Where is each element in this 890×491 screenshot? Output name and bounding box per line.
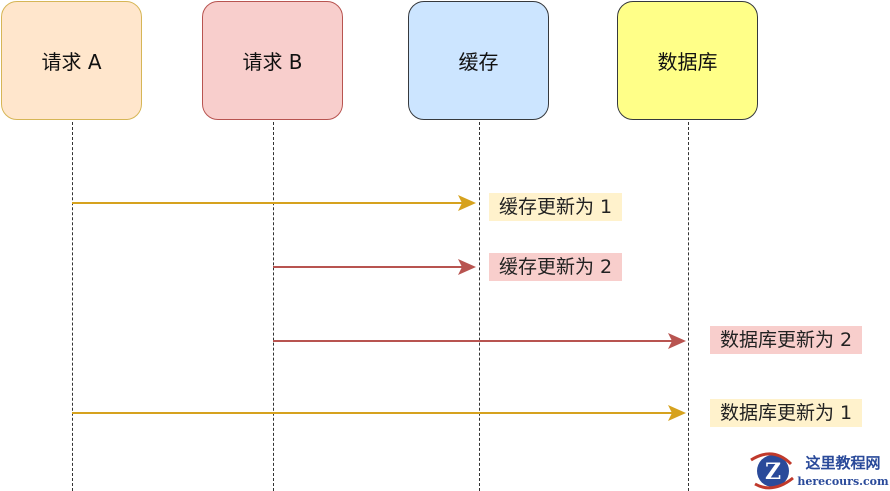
svg-text:Z: Z (765, 459, 781, 485)
participant-request-a: 请求 A (1, 1, 142, 120)
lifeline-cache (479, 122, 480, 491)
participant-database: 数据库 (617, 1, 758, 120)
svg-text:这里教程网: 这里教程网 (805, 454, 880, 472)
svg-text:herecours.com: herecours.com (797, 475, 889, 488)
message-label: 缓存更新为 1 (489, 193, 623, 221)
participant-label: 请求 B (242, 50, 303, 74)
arrow-a-to-database (72, 405, 686, 421)
participant-request-b: 请求 B (202, 1, 343, 120)
message-label: 数据库更新为 1 (710, 399, 863, 427)
participant-label: 请求 A (41, 50, 102, 74)
message-label: 缓存更新为 2 (489, 253, 623, 281)
arrow-b-to-cache (273, 259, 476, 275)
participant-label: 数据库 (657, 50, 718, 74)
message-label: 数据库更新为 2 (710, 326, 863, 354)
lifeline-database (688, 122, 689, 491)
lifeline-request-b (273, 122, 274, 491)
watermark-logo: Z 这里教程网 herecours.com (750, 452, 889, 490)
arrow-a-to-cache (72, 195, 476, 211)
lifeline-request-a (72, 122, 73, 491)
participant-label: 缓存 (458, 50, 499, 74)
arrow-b-to-database (273, 333, 686, 349)
participant-cache: 缓存 (408, 1, 549, 120)
